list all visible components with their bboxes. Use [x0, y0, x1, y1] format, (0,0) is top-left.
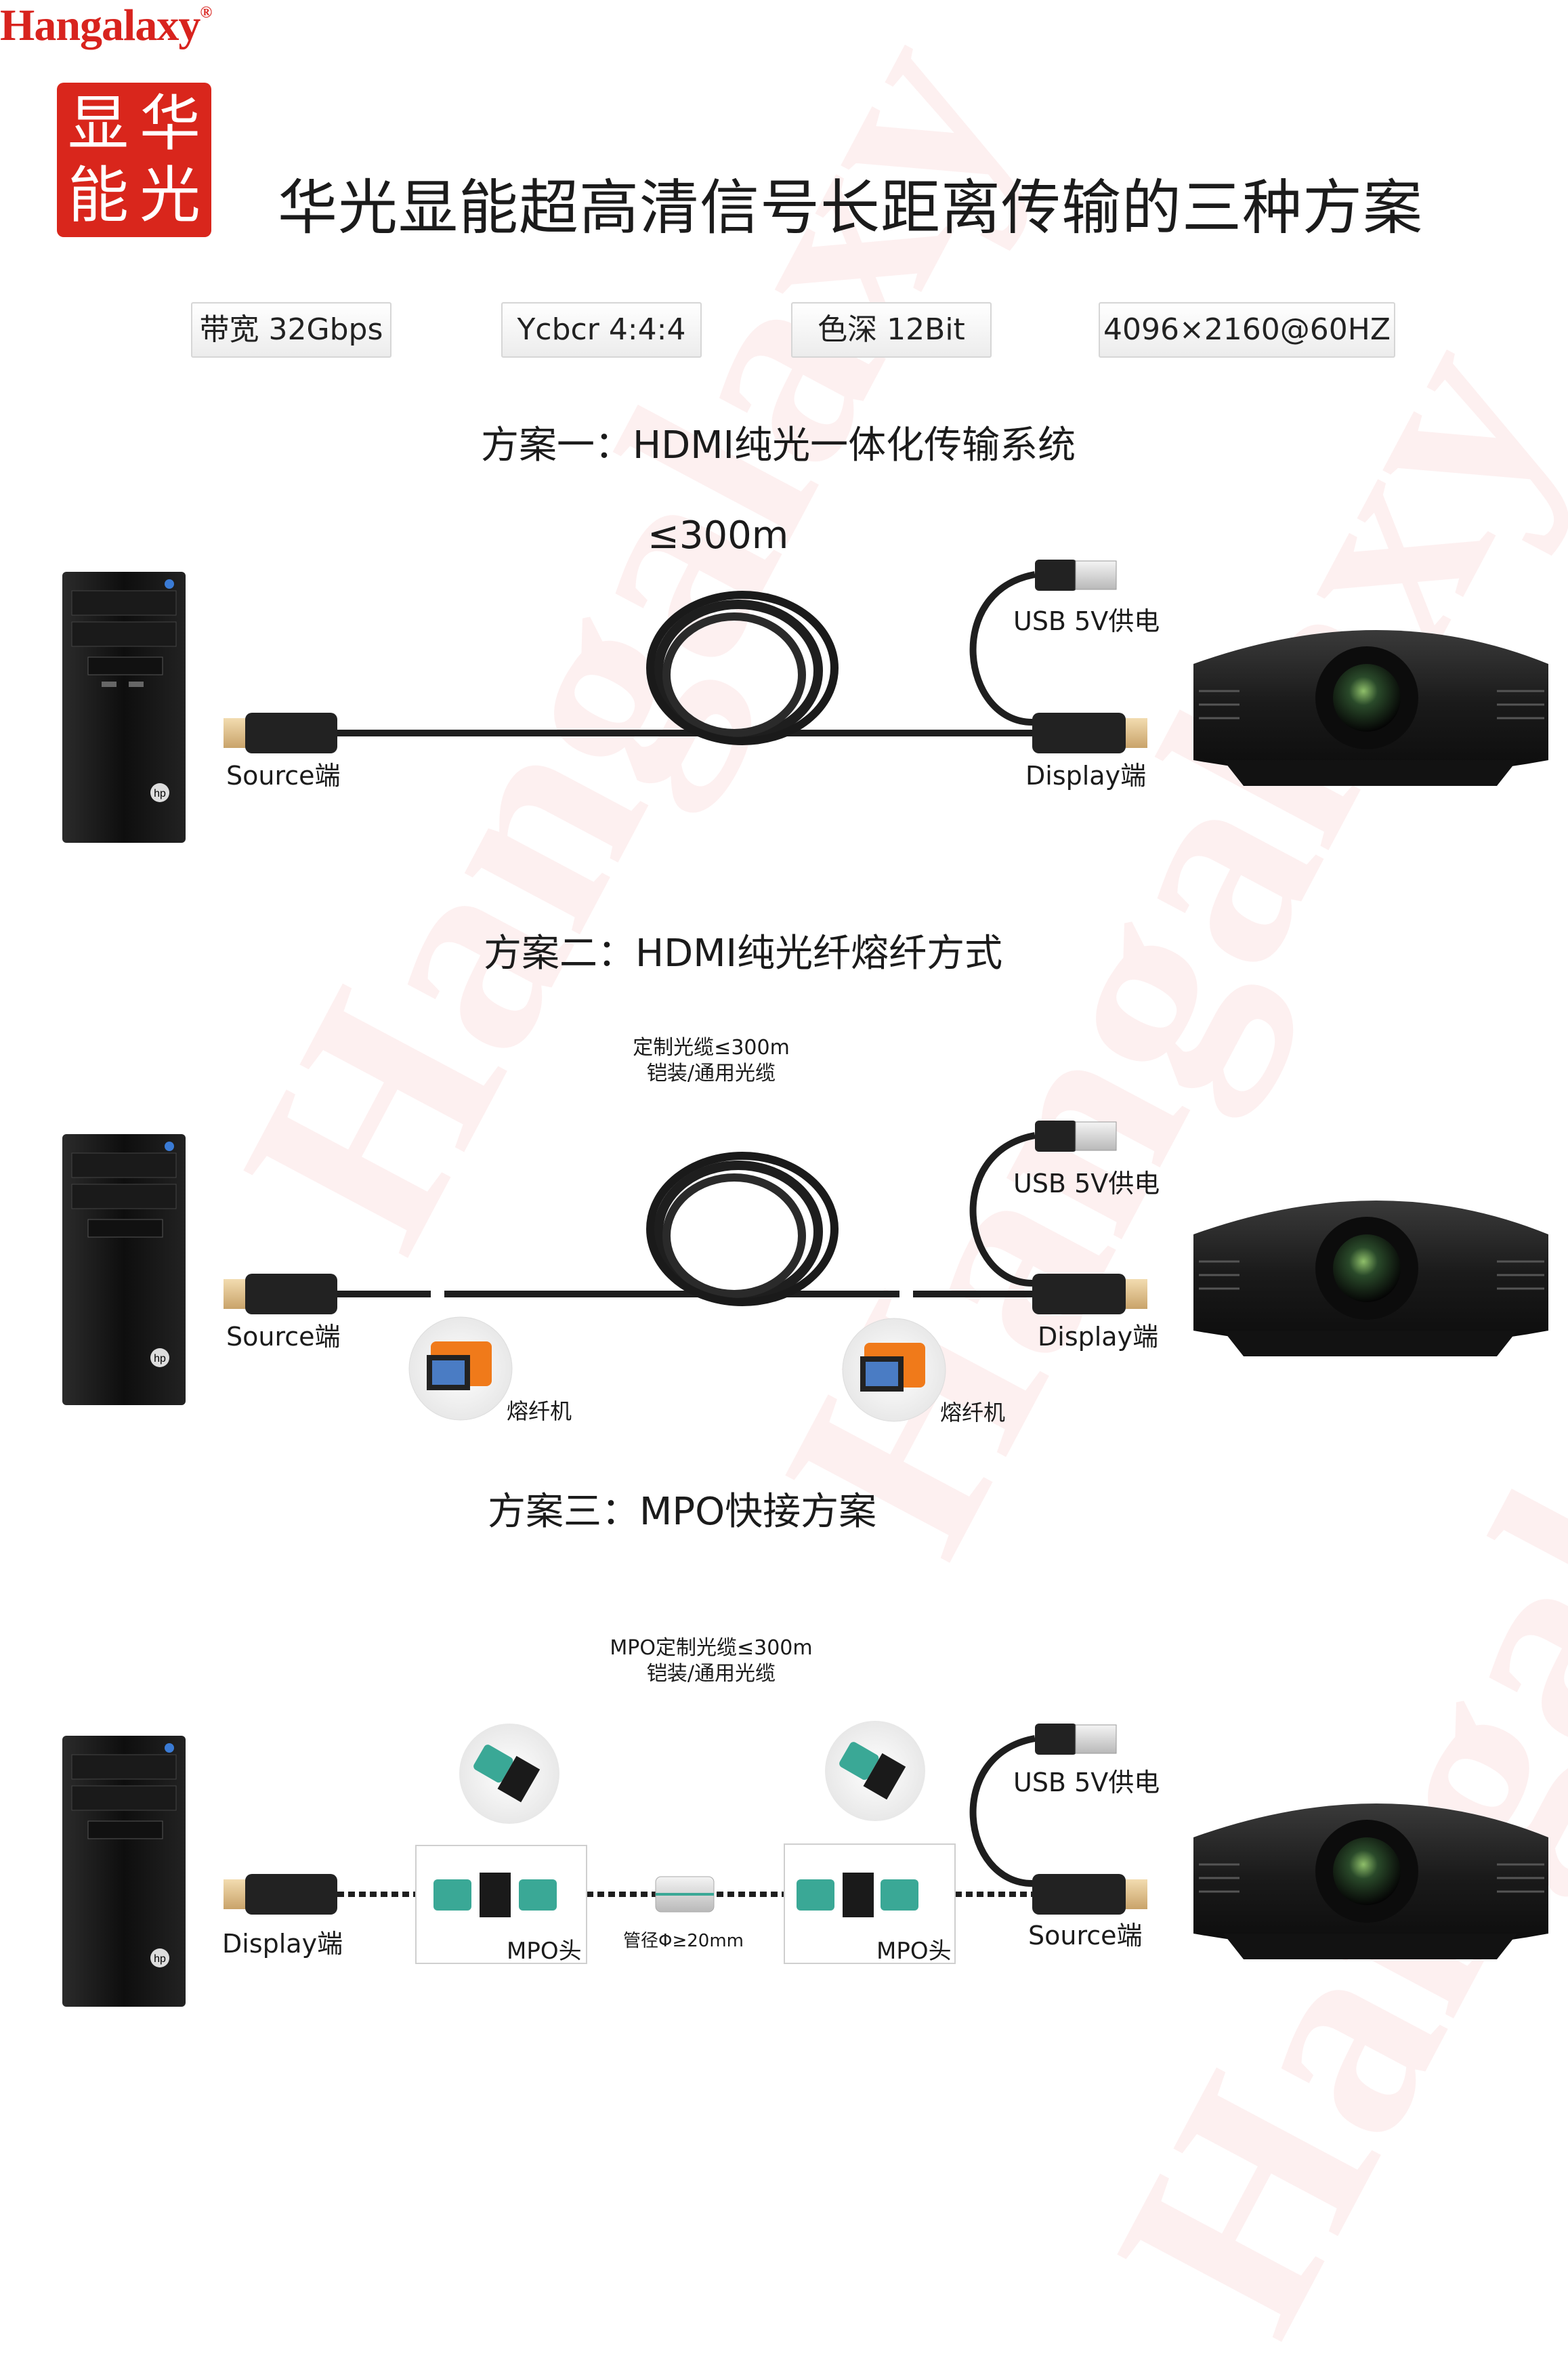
plan3-mpo-box-left — [415, 1845, 587, 1964]
plan3-usb-label: USB 5V供电 — [1013, 1768, 1160, 1797]
plan3-cable-note-line: MPO定制光缆≤300m — [610, 1636, 813, 1660]
plan3-mpo-label-left: MPO头 — [507, 1938, 582, 1965]
plan2-cable-note-line: 定制光缆≤300m — [633, 1036, 790, 1060]
plan3-hdmi-plug-right — [1032, 1874, 1147, 1915]
plan1-usb-plug — [1035, 560, 1117, 591]
plan3-pipe-label: 管径Φ≥20mm — [623, 1931, 744, 1951]
seal-char: 光 — [140, 160, 200, 231]
plan1-hdmi-plug-left — [224, 713, 337, 753]
spec-badge-resolution: 4096×2160@60HZ — [1099, 302, 1395, 358]
plan3-cable-note: MPO定制光缆≤300m 铠装/通用光缆 — [582, 1635, 840, 1687]
plan3-mpo-closeup-right — [825, 1721, 925, 1821]
plan1-source-label: Source端 — [226, 761, 341, 791]
plan2-hdmi-plug-right — [1032, 1274, 1147, 1314]
plan3-source-label: Source端 — [1028, 1921, 1143, 1951]
seal-char: 显 — [68, 88, 129, 159]
plan1-hdmi-plug-right — [1032, 713, 1147, 753]
plan3-mpo-label-right: MPO头 — [876, 1938, 952, 1965]
plan2-hdmi-plug-left — [224, 1274, 337, 1314]
plan2-cable-note: 定制光缆≤300m 铠装/通用光缆 — [610, 1035, 813, 1087]
svg-text:hp: hp — [154, 1953, 166, 1965]
plan2-heading: 方案二：HDMI纯光纤熔纤方式 — [484, 932, 1003, 976]
plan1-pc-tower: hp — [62, 572, 186, 843]
spec-badge-color-depth: 色深 12Bit — [791, 302, 992, 358]
plan3-mpo-box-right — [784, 1843, 956, 1964]
diagram-graphics: hp hp — [62, 560, 1548, 2007]
plan3-display-label: Display端 — [222, 1929, 343, 1959]
svg-text:hp: hp — [154, 788, 166, 799]
plan2-cable-note-line: 铠装/通用光缆 — [646, 1062, 776, 1085]
plan1-heading: 方案一：HDMI纯光一体化传输系统 — [481, 423, 1076, 467]
plan2-usb-label: USB 5V供电 — [1013, 1169, 1160, 1198]
plan2-display-label: Display端 — [1038, 1322, 1159, 1352]
plan3-hdmi-plug-left — [224, 1874, 337, 1915]
plan2-projector — [1193, 1201, 1548, 1356]
svg-text:hp: hp — [154, 1353, 166, 1364]
plan3-mpo-closeup-left — [459, 1724, 559, 1824]
seal-char: 能 — [68, 160, 129, 231]
plan1-projector — [1193, 630, 1548, 786]
plan2-splicer-label-left: 熔纤机 — [507, 1398, 572, 1424]
plan1-cable — [337, 571, 1036, 745]
brand-logo: Hangalaxy® — [0, 1, 212, 50]
plan2-source-label: Source端 — [226, 1322, 341, 1352]
plan3-heading: 方案三：MPO快接方案 — [488, 1490, 877, 1534]
plan1-display-label: Display端 — [1025, 761, 1147, 791]
plan1-usb-label: USB 5V供电 — [1013, 606, 1160, 636]
plan2-pc-tower: hp — [62, 1134, 186, 1405]
plan1-distance: ≤300m — [648, 514, 789, 558]
plan3-usb-plug — [1035, 1724, 1117, 1755]
brand-seal: 华 显 能 光 — [57, 83, 211, 237]
plan3-cable-note-line: 铠装/通用光缆 — [646, 1662, 776, 1686]
spec-badge-color-format: Ycbcr 4:4:4 — [501, 302, 702, 358]
plan2-fusion-splicer-right — [842, 1318, 946, 1422]
plan2-usb-plug — [1035, 1121, 1117, 1152]
plan3-pc-tower: hp — [62, 1736, 186, 2007]
plan2-fusion-splicer-left — [408, 1316, 513, 1421]
plan3-projector — [1193, 1803, 1548, 1959]
plan2-cable — [337, 1132, 1036, 1306]
plan2-splicer-label-right: 熔纤机 — [940, 1400, 1006, 1425]
page-title: 华光显能超高清信号长距离传输的三种方案 — [278, 173, 1424, 243]
plan3-pipe-sleeve — [655, 1876, 715, 1913]
seal-char: 华 — [140, 88, 200, 159]
spec-badge-bandwidth: 带宽 32Gbps — [191, 302, 391, 358]
